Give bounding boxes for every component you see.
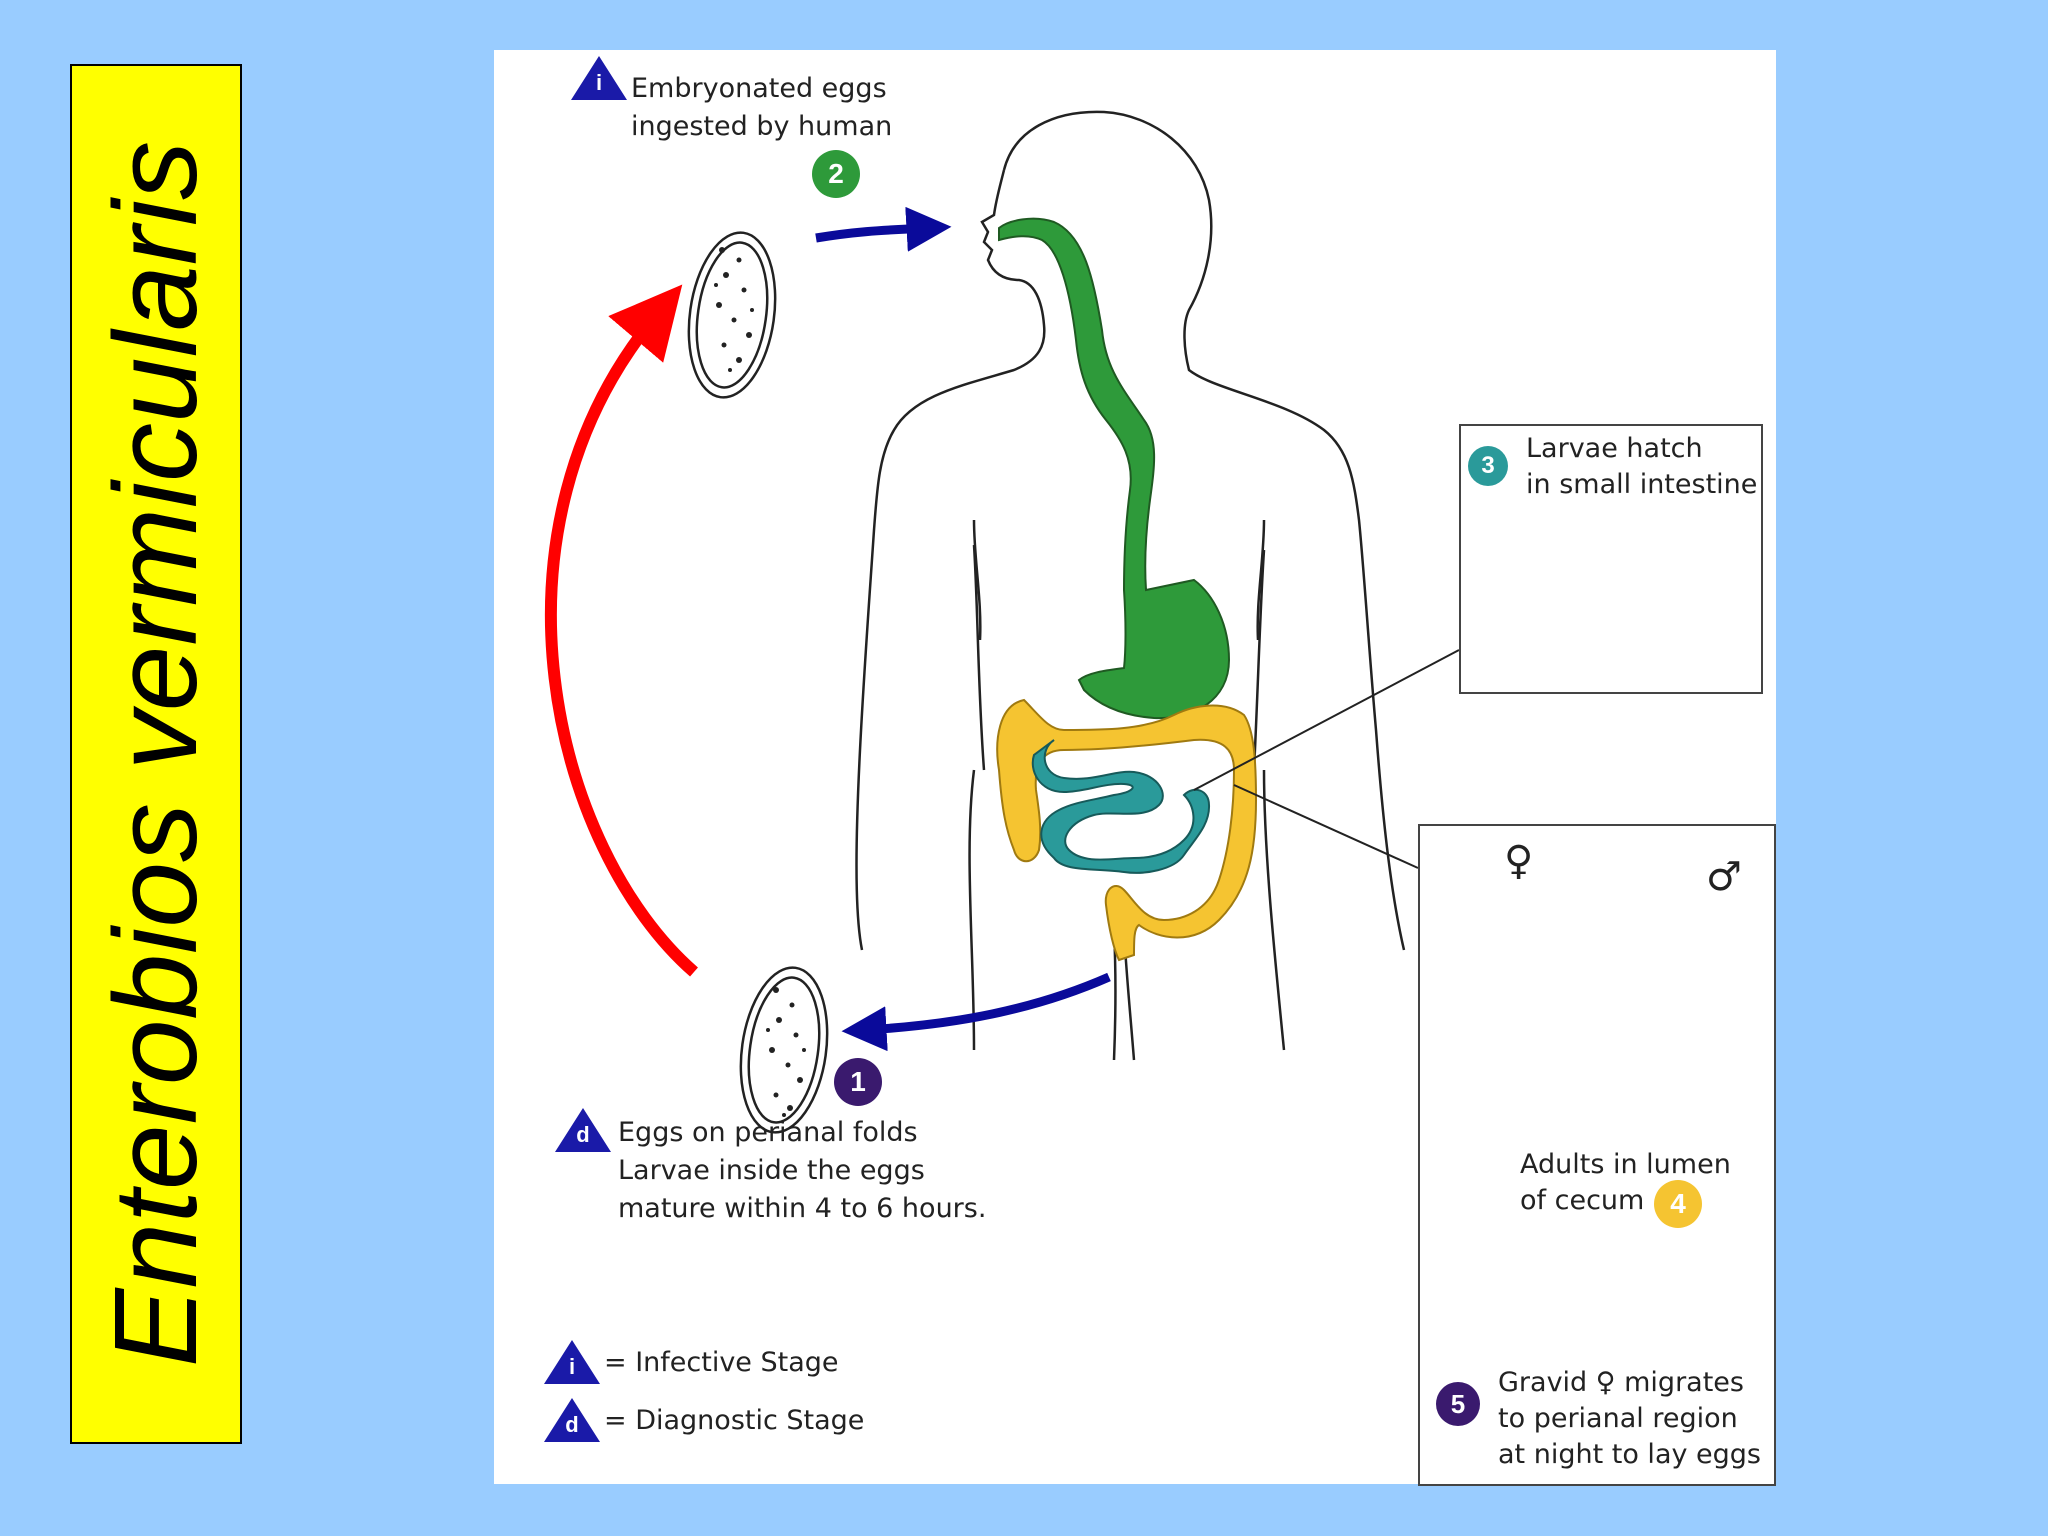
reinfection-arrow	[544, 284, 698, 977]
step2-label-line1: Embryonated eggs	[631, 73, 887, 104]
female-symbol: ♀	[1504, 838, 1534, 884]
embryonated-egg	[687, 231, 777, 399]
step4-label-line1: Adults in lumen	[1520, 1149, 1731, 1180]
ingestion-arrow	[815, 206, 952, 252]
small-intestine	[1031, 739, 1211, 874]
slide-title: Enterobios vermicularis	[90, 140, 222, 1368]
step5-badge: 5	[1436, 1382, 1480, 1426]
title-box: Enterobios vermicularis	[70, 64, 242, 1444]
step4-badge: 4	[1654, 1180, 1702, 1228]
step1-label-line2: Larvae inside the eggs	[618, 1155, 925, 1186]
diagnostic-stage-icon: d	[555, 1108, 611, 1152]
legend-infective-icon: i	[544, 1340, 600, 1384]
diagram-artwork	[544, 110, 1714, 1341]
adults-inset-box	[1418, 824, 1776, 1486]
step3-label-line1: Larvae hatch	[1526, 433, 1703, 464]
pointer-line-larvae	[1193, 649, 1460, 791]
legend-diagnostic-icon: d	[544, 1398, 600, 1442]
infective-stage-icon: i	[571, 56, 627, 100]
step1-label-line3: mature within 4 to 6 hours.	[618, 1193, 987, 1224]
legend-diagnostic-label: = Diagnostic Stage	[604, 1405, 865, 1436]
step4-label-line2: of cecum	[1520, 1185, 1645, 1216]
step2-label-line2: ingested by human	[631, 111, 893, 142]
step3-badge: 3	[1468, 446, 1508, 486]
step5-label-line1: Gravid ♀ migrates	[1498, 1367, 1744, 1398]
human-body-outline	[855, 110, 1406, 1061]
pointer-line-adults	[1233, 784, 1419, 869]
large-intestine	[996, 698, 1258, 962]
step2-badge: 2	[812, 150, 860, 198]
larvae-inset-box	[1459, 424, 1763, 694]
step1-badge: 1	[834, 1058, 882, 1106]
deposition-arrow	[841, 972, 1111, 1052]
step5-label-line3: at night to lay eggs	[1498, 1439, 1761, 1470]
male-symbol: ♂	[1706, 854, 1742, 900]
step1-label-line1: Eggs on perianal folds	[618, 1117, 918, 1148]
life-cycle-diagram: i Embryonated eggs ingested by human 2 3…	[494, 50, 1776, 1486]
step3-label-line2: in small intestine	[1526, 469, 1758, 500]
perianal-egg	[739, 966, 829, 1134]
legend-infective-label: = Infective Stage	[604, 1347, 839, 1378]
esophagus-stomach	[998, 217, 1231, 720]
step5-label-line2: to perianal region	[1498, 1403, 1738, 1434]
